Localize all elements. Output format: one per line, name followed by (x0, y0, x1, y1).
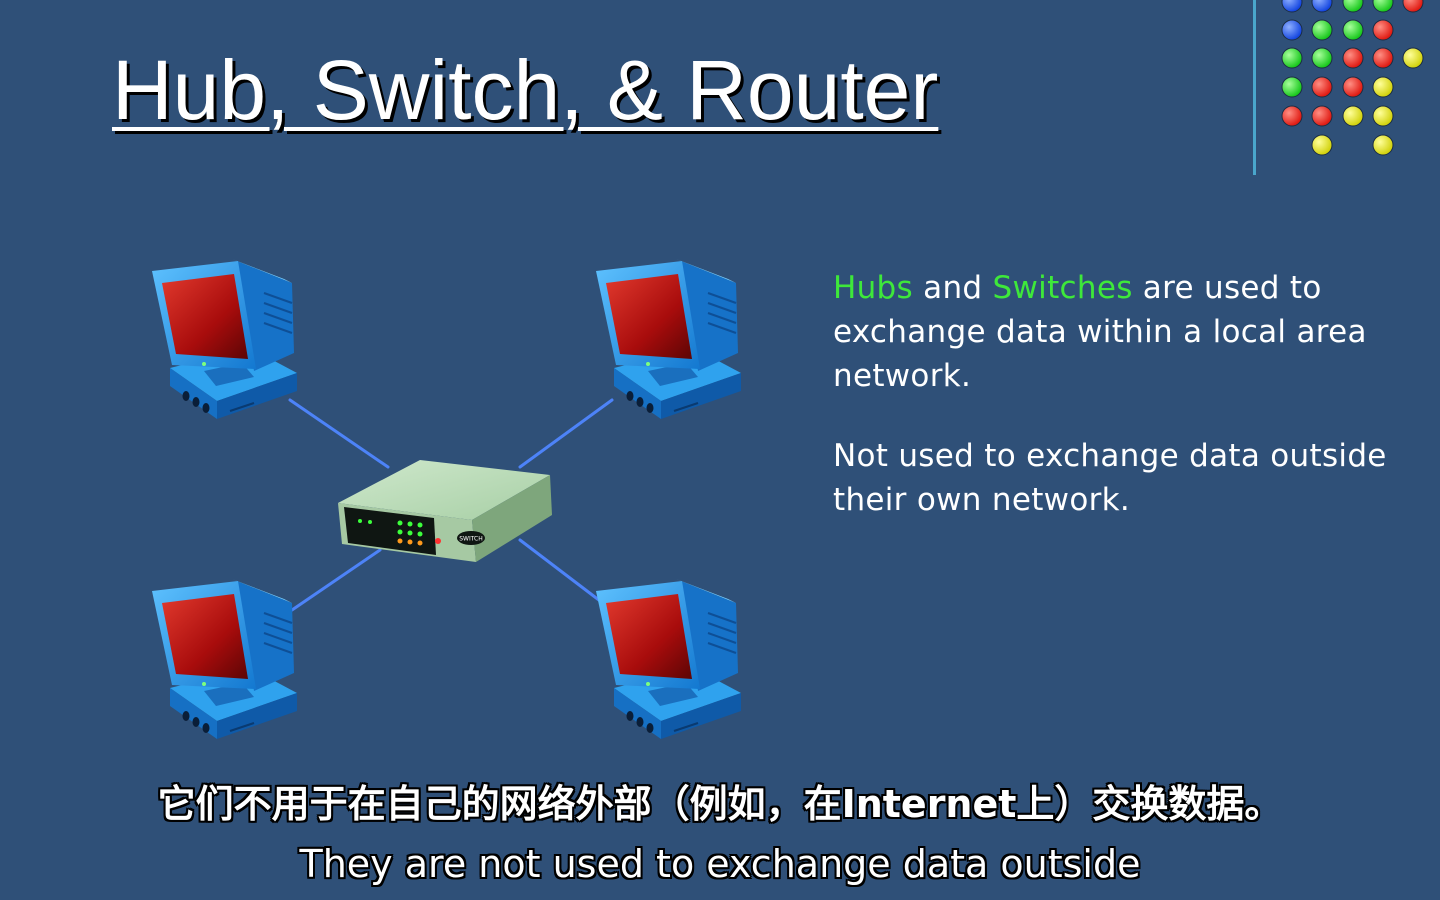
dot (1342, 105, 1364, 127)
dot (1311, 76, 1333, 98)
dot (1311, 134, 1333, 156)
switch-label: SWITCH (459, 536, 483, 543)
subtitle-english: They are not used to exchange data outsi… (299, 842, 1141, 886)
dot (1402, 0, 1424, 13)
decorative-vertical-line (1253, 0, 1256, 175)
dot (1372, 0, 1394, 13)
dot (1372, 134, 1394, 156)
highlight-hubs: Hubs (833, 270, 913, 306)
network-cable (290, 548, 382, 612)
dot (1281, 47, 1303, 69)
network-cable (518, 538, 614, 612)
network-diagram: SWITCH (151, 258, 742, 740)
network-switch-icon: SWITCH (338, 460, 552, 562)
slide-title: Hub, Switch, & Router (112, 43, 939, 137)
description-paragraph-1: Hubs and Switches are used to exchange d… (833, 266, 1393, 398)
dot (1342, 76, 1364, 98)
network-cable (288, 398, 390, 469)
dot (1311, 47, 1333, 69)
dot (1281, 105, 1303, 127)
dot (1311, 105, 1333, 127)
dot (1342, 0, 1364, 13)
dot (1281, 19, 1303, 41)
computer-icon (595, 578, 742, 740)
dot (1342, 47, 1364, 69)
computer-icon (151, 258, 298, 420)
paragraph-1-rest: are used to exchange data within a local… (833, 270, 1367, 394)
dot (1372, 19, 1394, 41)
dot (1372, 76, 1394, 98)
subtitle-chinese: 它们不用于在自己的网络外部（例如，在Internet上）交换数据。 (157, 782, 1283, 826)
dot (1372, 105, 1394, 127)
dot (1311, 0, 1333, 13)
network-cable (518, 398, 614, 469)
dot (1311, 19, 1333, 41)
dot (1281, 0, 1303, 13)
computer-icon (595, 258, 742, 420)
description-paragraph-2: Not used to exchange data outside their … (833, 438, 1387, 518)
highlight-switches: Switches (992, 270, 1133, 306)
dot (1402, 47, 1424, 69)
dot (1281, 76, 1303, 98)
decorative-dot-grid (1281, 0, 1424, 156)
dot (1372, 47, 1394, 69)
connector-text: and (913, 270, 993, 306)
dot (1342, 19, 1364, 41)
computer-icon (151, 578, 298, 740)
